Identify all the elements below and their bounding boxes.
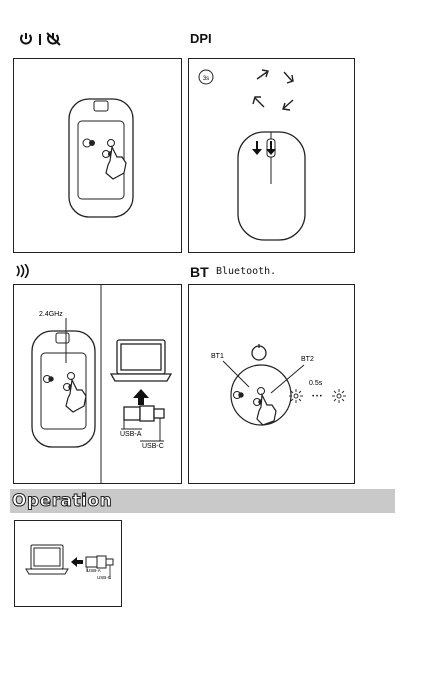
bt1-leader bbox=[223, 361, 249, 387]
power-switch-icon bbox=[234, 392, 244, 399]
dpi-illustration: 3s bbox=[189, 59, 354, 252]
usb-c-label: USB-C bbox=[142, 443, 164, 450]
left-arrow-icon bbox=[71, 557, 83, 567]
power-switch-icon bbox=[44, 376, 54, 383]
wireless-signal-icon bbox=[15, 264, 31, 278]
power-panel bbox=[13, 58, 182, 253]
bt-header: BT bbox=[190, 264, 209, 280]
sensor-window bbox=[56, 333, 69, 343]
laptop-icon bbox=[111, 340, 171, 381]
cycle-arrows-icon bbox=[253, 70, 293, 110]
blink-separator: • • • bbox=[312, 394, 322, 400]
receiver-illustration: 2.4GHz USB-A USB-C bbox=[14, 285, 181, 483]
bluetooth-illustration: BT1 BT2 0.5s • • • bbox=[189, 285, 354, 483]
bt2-label: BT2 bbox=[301, 356, 314, 363]
bluetooth-brand-text: Bluetooth. bbox=[216, 266, 276, 277]
power-icon bbox=[21, 33, 31, 44]
power-illustration bbox=[14, 59, 181, 252]
laptop-icon bbox=[26, 545, 68, 574]
operation-illustration: USB-A USB-C bbox=[15, 521, 121, 606]
sensor-window bbox=[94, 101, 108, 111]
section1-header bbox=[18, 31, 78, 47]
power-toggle-icons bbox=[18, 31, 78, 47]
power-icon bbox=[252, 344, 266, 360]
power-switch-icon bbox=[83, 139, 95, 147]
blink-led-icon-left bbox=[289, 389, 303, 403]
power-off-icon bbox=[47, 33, 60, 45]
dpi-header: DPI bbox=[190, 31, 212, 46]
usb-dongle-icon bbox=[124, 406, 164, 421]
freq-label: 2.4GHz bbox=[39, 311, 63, 318]
operation-title: Operation bbox=[12, 491, 112, 511]
operation-panel: USB-A USB-C bbox=[14, 520, 122, 607]
usb-dongle-icon bbox=[86, 556, 113, 568]
usb-a-label: USB-A bbox=[87, 568, 101, 573]
usb-a-label: USB-A bbox=[120, 431, 142, 438]
bluetooth-panel: BT1 BT2 0.5s • • • bbox=[188, 284, 355, 484]
dpi-panel: 3s bbox=[188, 58, 355, 253]
left-click-arrow-icon bbox=[252, 141, 262, 155]
timer-label: 3s bbox=[203, 76, 209, 82]
receiver-panel: 2.4GHz USB-A USB-C bbox=[13, 284, 182, 484]
up-arrow-icon bbox=[133, 389, 149, 405]
duration-label: 0.5s bbox=[309, 380, 323, 387]
blink-led-icon-right bbox=[332, 389, 346, 403]
usb-c-label: USB-C bbox=[97, 575, 112, 580]
bt1-label: BT1 bbox=[211, 353, 224, 360]
hand-pointer-icon bbox=[66, 380, 86, 412]
